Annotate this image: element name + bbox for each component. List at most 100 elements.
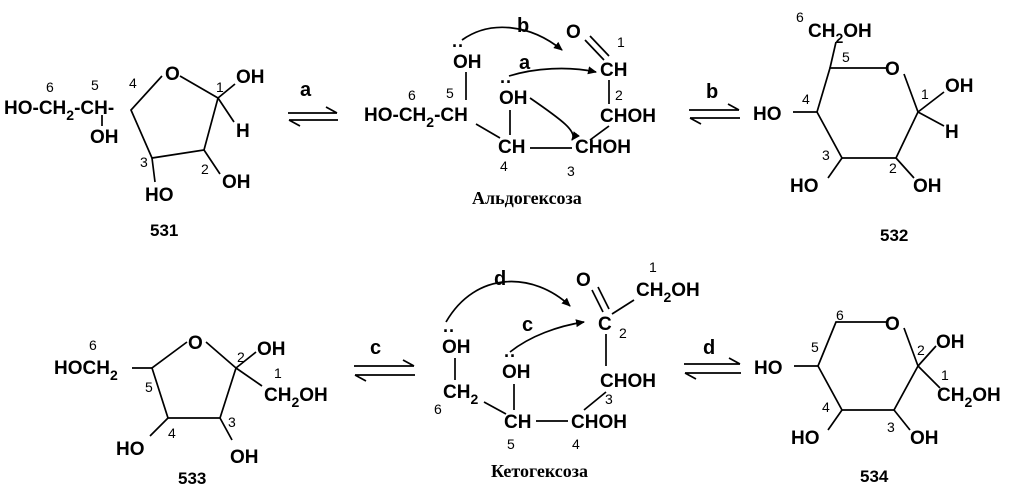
path-label-a: a	[519, 52, 531, 74]
compound-531: O OH H OH HO HO-CH2-CH- OH 6 5 4 3 2 1 5…	[4, 64, 265, 240]
bond-c1-h	[917, 111, 945, 127]
locant-1: 1	[274, 365, 282, 381]
bond-c3-oh	[827, 157, 843, 179]
arrow-label-a: a	[300, 79, 312, 101]
c3-oh: HO	[145, 185, 174, 206]
c4-choh: CHOH	[571, 412, 627, 433]
bond-c3-c4	[583, 391, 607, 411]
c2-oxygen: O	[576, 270, 591, 291]
locant-1: 1	[941, 367, 949, 383]
locant-4: 4	[572, 436, 580, 452]
locant-4: 4	[822, 399, 830, 415]
locant-1: 1	[649, 259, 657, 275]
locant-1: 1	[921, 86, 929, 102]
bond-c3-oh	[893, 409, 911, 431]
locant-6: 6	[46, 79, 54, 95]
compound-532: O CH2OH OH H OH HO HO 1 2 3 4 5 6 532	[753, 9, 974, 245]
bond-c3-oh	[219, 417, 233, 441]
locant-3: 3	[228, 414, 236, 430]
c5-oh: OH	[90, 127, 119, 148]
c4-oh: OH	[499, 88, 528, 109]
c5-oh: OH	[502, 362, 531, 383]
bond-c5-c4	[475, 123, 501, 139]
bond-c2-oh	[895, 157, 915, 179]
locant-6: 6	[836, 307, 844, 323]
locant-5: 5	[446, 85, 454, 101]
locant-1: 1	[216, 79, 224, 95]
locant-6: 6	[796, 9, 804, 25]
locant-6: 6	[408, 87, 416, 103]
compound-533: O HOCH2 OH CH2OH HO OH 6 5 4 3 2 1 533	[54, 333, 328, 488]
c1-h: H	[945, 122, 959, 143]
c6-oh: OH	[442, 337, 471, 358]
locant-3: 3	[567, 163, 575, 179]
bond-c5-c6	[829, 41, 837, 69]
locant-2: 2	[237, 349, 245, 365]
c1-oh: OH	[299, 385, 328, 406]
c6-subscript: 2	[426, 114, 434, 130]
c1-ch: CH	[636, 280, 663, 301]
c4-oh: HO	[791, 428, 820, 449]
curved-arrow-internal	[529, 97, 580, 141]
locant-3: 3	[140, 154, 148, 170]
c5-oh: HO	[754, 358, 783, 379]
bond-c2-oh	[235, 351, 257, 369]
side-chain: HO-CH2-CH-	[4, 98, 114, 123]
bond-o-c1	[179, 75, 219, 99]
c3-oh: OH	[230, 447, 259, 468]
c3-choh: CHOH	[600, 371, 656, 392]
ring-oxygen: O	[885, 59, 900, 80]
c1-oh: OH	[972, 385, 1001, 406]
bond-co-1	[584, 39, 605, 61]
compound-label-532: 532	[880, 226, 908, 245]
caption-ketohexose: Кетогексоза	[491, 461, 588, 481]
bond-c4-oh	[827, 409, 843, 431]
c6-ch2oh: CH2OH	[808, 21, 872, 46]
chain-subscript: 2	[66, 107, 74, 123]
bond-co-2	[597, 286, 610, 310]
equilibrium-arrow-d: d	[684, 337, 741, 380]
c2-oh: OH	[222, 172, 251, 193]
equilibrium-arrow-b: b	[689, 81, 740, 125]
bond-c2-c3	[589, 125, 610, 141]
lone-pair-o4: ··	[500, 72, 512, 92]
bond-co-1	[591, 289, 604, 313]
arrow-label-d: d	[703, 337, 715, 359]
compound-label-531: 531	[150, 221, 178, 240]
locant-5: 5	[507, 436, 515, 452]
bond-c4-oh	[149, 417, 169, 437]
locant-6: 6	[434, 401, 442, 417]
c1-oh: OH	[945, 76, 974, 97]
bond-c1-h	[217, 97, 235, 123]
locant-2: 2	[201, 161, 209, 177]
compound-label-534: 534	[860, 467, 889, 486]
locant-3: 3	[887, 419, 895, 435]
c6-oh: OH	[843, 21, 872, 42]
locant-2: 2	[615, 87, 623, 103]
ring-534	[817, 321, 919, 411]
compound-label-533: 533	[178, 469, 206, 488]
c1-h: H	[236, 121, 250, 142]
c4-ch: CH	[498, 137, 525, 158]
bond-c2-c1	[611, 299, 635, 315]
c1-ch2oh: CH2OH	[264, 385, 328, 410]
equilibrium-arrow-a: a	[288, 79, 338, 127]
lone-pair-o6: ··	[443, 321, 455, 341]
lone-pair-o5: ··	[504, 346, 516, 366]
c4-oh: HO	[753, 104, 782, 125]
curved-arrow-b	[461, 26, 563, 51]
ring-531	[130, 75, 219, 159]
bond-c2-oh	[203, 149, 221, 175]
locant-3: 3	[605, 391, 613, 407]
locant-2: 2	[619, 325, 627, 341]
path-label-d: d	[494, 268, 506, 290]
compound-534: O OH CH2OH OH HO HO 1 2 3 4 5 6 534	[754, 307, 1001, 486]
curved-arrow-d	[445, 280, 571, 323]
locant-5: 5	[811, 339, 819, 355]
c6-subscript: 2	[470, 391, 478, 407]
locant-4: 4	[168, 425, 176, 441]
path-label-b: b	[517, 15, 529, 37]
locant-4: 4	[802, 91, 810, 107]
c6-hoch: HO-CH	[364, 105, 426, 126]
